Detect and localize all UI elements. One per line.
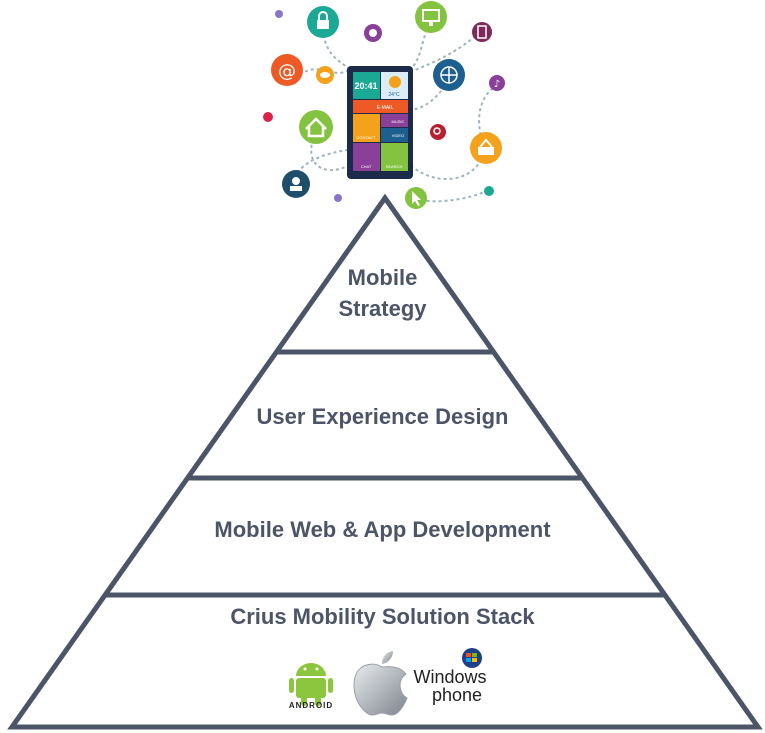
windows-logo xyxy=(462,648,482,668)
level-solution-stack: Crius Mobility Solution Stack xyxy=(230,604,535,629)
level-user-experience-design: User Experience Design xyxy=(256,404,509,429)
svg-text:♪: ♪ xyxy=(494,79,500,90)
monitor-icon xyxy=(415,1,447,33)
level-label-line1: Mobile xyxy=(347,265,418,290)
chat-bubble-icon xyxy=(316,66,334,84)
apple-logo xyxy=(353,651,408,716)
users-icon xyxy=(282,170,310,198)
pyramid xyxy=(7,193,763,730)
windows-text: Windows xyxy=(413,667,487,687)
home-icon xyxy=(299,110,333,144)
dot-icon xyxy=(334,194,342,202)
tile-music: MUSIC xyxy=(392,119,405,124)
level-mobile-strategy: Mobile Strategy xyxy=(0,262,765,324)
tablet-illustration xyxy=(347,66,413,179)
basket-icon xyxy=(470,132,502,164)
windows-phone-wordmark: Windows phone xyxy=(410,668,490,704)
dot-icon xyxy=(275,10,283,18)
android-logo xyxy=(289,663,333,706)
tablet-time: 20:41 xyxy=(354,81,377,91)
tile-search: SEARCH xyxy=(386,164,403,169)
tile-chat: CHAT xyxy=(361,164,372,169)
android-wordmark: ANDROID xyxy=(289,701,333,710)
rss-icon xyxy=(364,24,382,42)
lock-icon xyxy=(307,6,339,38)
phone-text: phone xyxy=(431,685,483,705)
heart-icon xyxy=(263,112,273,122)
globe-icon xyxy=(433,59,465,91)
music-icon: ♪ xyxy=(489,75,505,91)
dot-icon xyxy=(484,186,494,196)
tile-email: E-MAIL xyxy=(377,105,394,111)
level-mobile-web-app-development: Mobile Web & App Development xyxy=(214,517,551,542)
svg-text:@: @ xyxy=(278,61,296,82)
tile-contact: CONTACT xyxy=(356,135,376,140)
at-icon: @ xyxy=(271,54,303,86)
cursor-icon xyxy=(405,187,427,209)
level-label-line2: Strategy xyxy=(338,296,427,321)
tablet-temp: 24°C xyxy=(388,92,400,98)
film-icon xyxy=(472,22,492,42)
search-icon xyxy=(430,124,446,140)
pyramid-outline xyxy=(7,193,763,730)
tile-video: VIDEO xyxy=(392,133,404,138)
